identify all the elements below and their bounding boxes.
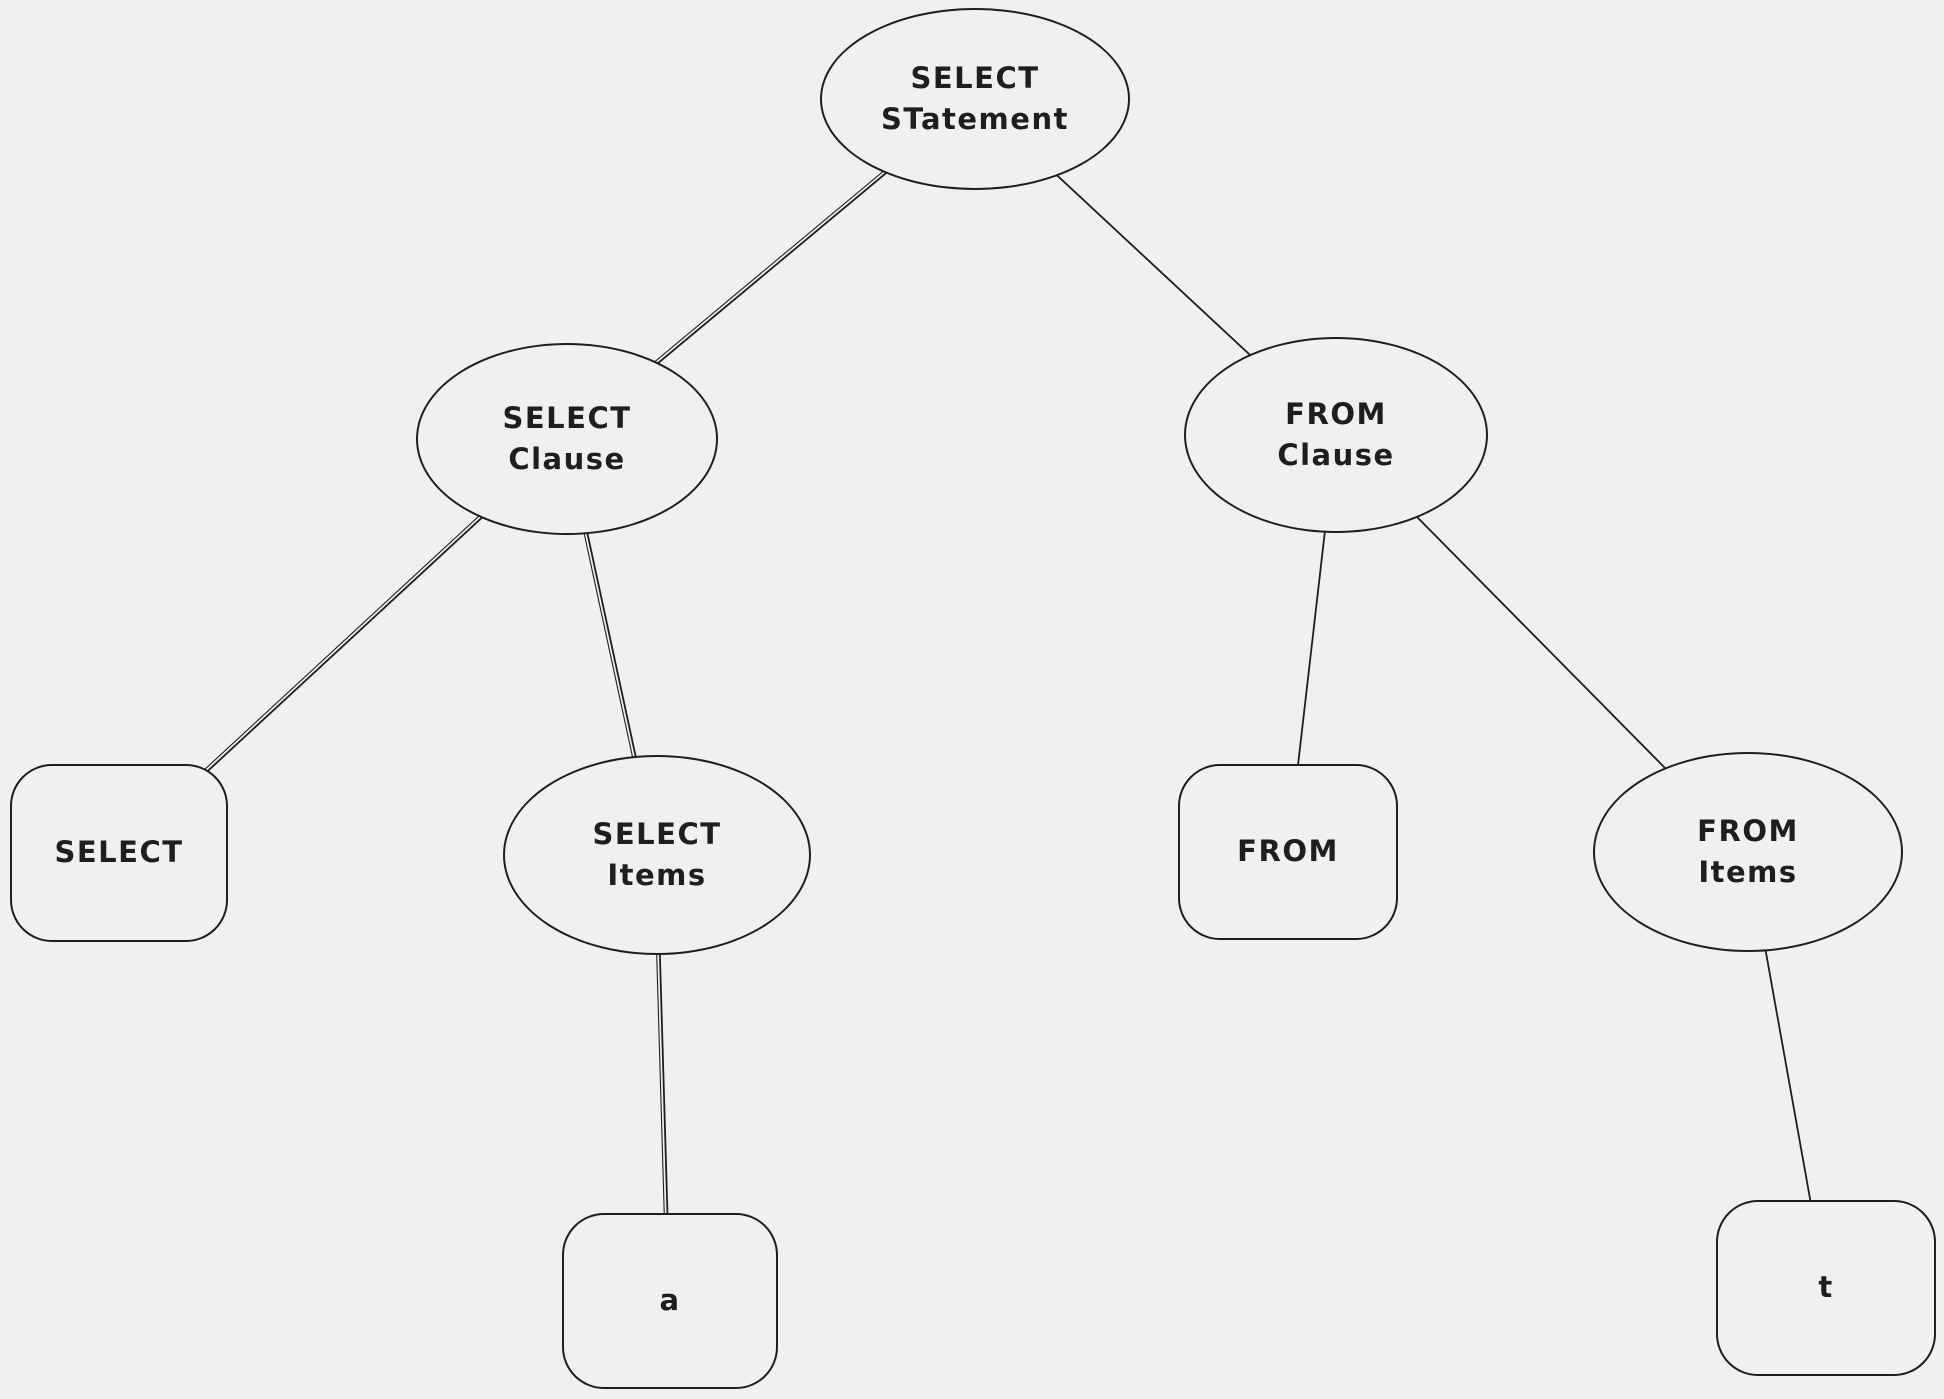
node-select-statement[interactable]: SELECT STatement [820,8,1130,190]
from-clause-label: FROM Clause [1277,396,1395,472]
select-clause-label: SELECT Clause [502,400,632,476]
t-literal-label: t [1818,1270,1834,1305]
a-literal-label: a [659,1283,681,1318]
node-t-literal[interactable]: t [1716,1200,1936,1376]
from-keyword-label: FROM [1237,834,1339,869]
node-select-keyword[interactable]: SELECT [10,764,228,942]
select-statement-label: SELECT STatement [881,60,1069,136]
select-keyword-label: SELECT [54,835,184,870]
node-from-keyword[interactable]: FROM [1178,764,1398,940]
node-select-clause[interactable]: SELECT Clause [416,343,718,535]
select-items-label: SELECT Items [592,816,722,892]
from-items-label: FROM Items [1697,813,1799,889]
node-from-clause[interactable]: FROM Clause [1184,337,1488,533]
node-select-items[interactable]: SELECT Items [503,755,811,955]
node-a-literal[interactable]: a [562,1213,778,1389]
node-from-items[interactable]: FROM Items [1593,752,1903,952]
